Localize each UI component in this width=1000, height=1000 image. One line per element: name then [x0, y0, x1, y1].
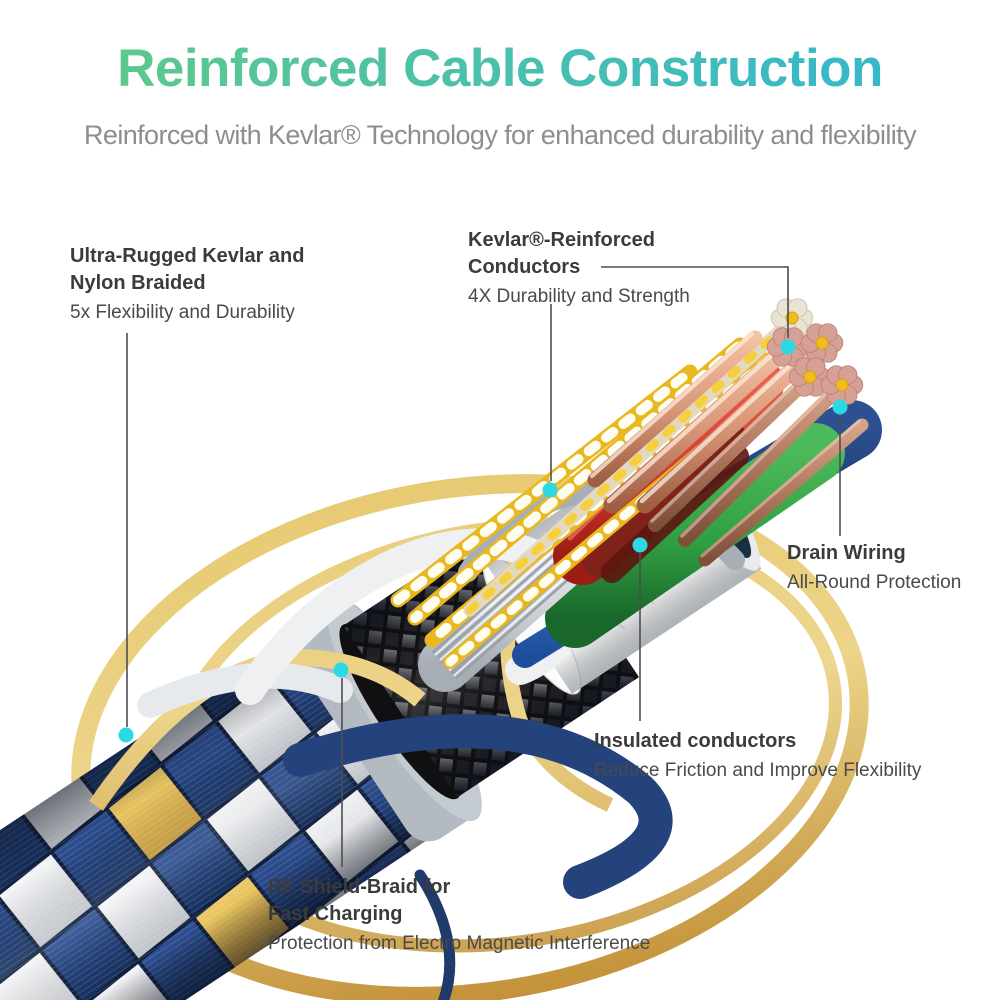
callout-braided-desc: 5x Flexibility and Durability: [70, 302, 295, 323]
callout-rf-title-line1: RF Shield-Braid for: [268, 876, 451, 898]
callout-rf-title-line2: Fast Charging: [268, 903, 403, 925]
marker-dot-kevlar: [542, 482, 558, 498]
marker-dot-rf-shield: [333, 662, 349, 678]
page-subtitle: Reinforced with Kevlar® Technology for e…: [84, 120, 917, 150]
callout-conductors-desc: 4X Durability and Strength: [468, 286, 690, 307]
flower-tip-white: [770, 298, 814, 338]
callout-insulated-title: Insulated conductors: [594, 730, 797, 752]
callout-rf-desc: Protection from Electro Magnetic Interfe…: [268, 933, 651, 954]
callout-drain-wiring: Drain Wiring All-Round Protection: [787, 540, 961, 596]
page-title: Reinforced Cable Construction: [0, 38, 1000, 99]
navy-strand-curl: [283, 714, 673, 899]
callout-conductors: Kevlar®-Reinforced Conductors 4X Durabil…: [468, 227, 690, 310]
marker-dot-conductors: [780, 339, 796, 355]
callout-insulated: Insulated conductors Reduce Friction and…: [594, 728, 921, 784]
callout-conductors-title-line1: Kevlar®-Reinforced: [468, 229, 656, 251]
copper-group-dark: [648, 370, 869, 567]
callout-line-conductors: [601, 266, 789, 338]
red-jacket-trough: [582, 422, 748, 578]
callout-braided-title-line1: Ultra-Rugged Kevlar and: [70, 245, 305, 267]
callout-braided-title-line2: Nylon Braided: [70, 272, 206, 294]
callout-drain-desc: All-Round Protection: [787, 572, 962, 593]
callout-lines: [126, 266, 841, 867]
callout-conductors-title-line2: Conductors: [468, 256, 581, 278]
callout-insulated-desc: Reduce Friction and Improve Flexibility: [594, 760, 922, 781]
callout-braided: Ultra-Rugged Kevlar and Nylon Braided 5x…: [70, 243, 304, 326]
callout-drain-title: Drain Wiring: [787, 542, 906, 564]
marker-dots: [118, 339, 848, 743]
marker-dot-braided: [118, 727, 134, 743]
marker-dot-drain: [832, 399, 848, 415]
marker-dot-insulated: [632, 537, 648, 553]
callout-rf-shield: RF Shield-Braid for Fast Charging Protec…: [268, 874, 650, 957]
